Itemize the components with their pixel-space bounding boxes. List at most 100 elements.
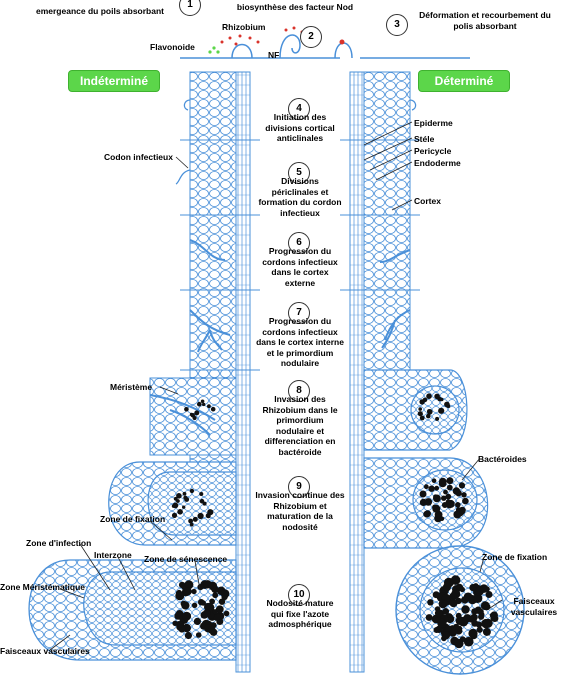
bacteroid-dot — [444, 578, 454, 588]
bacteroid-dot — [433, 494, 438, 499]
endoderme-label: Endoderme — [414, 158, 461, 169]
bacteroid-dot — [207, 514, 211, 518]
bacteroid-dot — [183, 496, 187, 500]
bacteroid-dot — [425, 498, 433, 506]
bacteroid-dot — [213, 609, 218, 614]
step10-text: Nodosité mature qui fixe l'azote admosph… — [259, 598, 341, 630]
bacteroid-dot — [185, 632, 192, 639]
bacteroid-dot — [433, 591, 440, 598]
bacteroid-dot — [471, 608, 477, 614]
bacteroides-label: Bactéroides — [478, 454, 527, 465]
bacteroid-dot — [221, 594, 227, 600]
bacteroid-dot — [418, 411, 423, 416]
bacteroid-dot — [176, 493, 182, 499]
bacteroid-dot — [193, 517, 198, 522]
bacteroid-dot — [442, 600, 449, 607]
bacteroid-dot — [198, 513, 204, 519]
bacteroid-dot — [461, 596, 468, 603]
bacteroid-dot — [426, 614, 433, 621]
bacteroid-dot — [197, 584, 203, 590]
bacteroid-dot — [194, 410, 199, 415]
bacteroid-dot — [175, 591, 184, 600]
bacteroid-dot — [183, 492, 187, 496]
bacteroid-dot — [176, 499, 180, 503]
bacteroid-dot — [190, 489, 194, 493]
bacteroid-dot — [420, 491, 427, 498]
step6-text: Progression du cordons infectieux dans l… — [260, 246, 340, 288]
bacteroid-dot — [476, 622, 482, 628]
bacteroid-dot — [438, 408, 444, 414]
zone-fixation-right-label: Zone de fixation — [482, 552, 547, 563]
bacteroid-dot — [196, 632, 202, 638]
bacteroid-dot — [209, 599, 215, 605]
bacteroid-dot — [461, 605, 469, 613]
step4-text: Initiation des divisions cortical anticl… — [261, 112, 339, 144]
bacteroid-dot — [184, 588, 192, 596]
bacteroid-dot — [441, 496, 446, 501]
bacteroid-dot — [435, 417, 439, 421]
bacteroid-dot — [477, 627, 483, 633]
bacteroid-dot — [475, 587, 484, 596]
step7-text: Progression du cordons infectieux dans l… — [256, 316, 344, 369]
meristeme-label: Méristème — [110, 382, 152, 393]
bacteroid-dot — [420, 400, 424, 404]
bacteroid-dot — [224, 611, 230, 617]
zone-fixation-left-label: Zone de fixation — [100, 514, 165, 525]
bacteroid-dot — [182, 506, 185, 509]
step3-number: 3 — [386, 14, 408, 36]
bacteroid-dot — [459, 482, 465, 488]
bacteroid-dot — [439, 478, 447, 486]
bacteroid-dot — [207, 404, 211, 408]
bacteroid-dot — [424, 484, 429, 489]
bacteroid-dot — [177, 509, 183, 515]
faisceaux-right-label: Faisceaux vasculaires — [502, 596, 566, 617]
bacteroid-dot — [456, 613, 462, 619]
bacteroid-dot — [200, 499, 205, 504]
epiderme-label: Epiderme — [414, 118, 453, 129]
bacteroid-dot — [432, 478, 437, 483]
bacteroid-dot — [440, 516, 445, 521]
bacteroid-dot — [468, 629, 477, 638]
bacteroid-dot — [444, 402, 450, 408]
bacteroid-dot — [212, 592, 218, 598]
bacteroid-dot — [427, 599, 433, 605]
step5-text: Divisions périclinales et formation du c… — [257, 176, 343, 218]
root-hair-header — [180, 35, 470, 58]
pericycle-label: Pericycle — [414, 146, 451, 157]
bacteroid-dot — [437, 619, 446, 628]
bacteroid-dot — [478, 614, 484, 620]
stele-label: Stéle — [414, 134, 434, 145]
bacteroid-dot — [462, 498, 469, 505]
bacteroid-dot — [454, 639, 463, 648]
bacteroid-dot — [461, 492, 466, 497]
bacteroid-dot — [201, 400, 205, 404]
bacteroid-dot — [432, 505, 440, 513]
flavonoide-label: Flavonoide — [150, 42, 195, 53]
bacteroid-dot — [455, 502, 461, 508]
bacteroid-dot — [193, 416, 197, 420]
bacteroid-dot — [440, 398, 444, 402]
bacteroid-dot — [202, 403, 205, 406]
bacteroid-dot — [182, 612, 191, 621]
bacteroid-dot — [426, 414, 431, 419]
bacteroid-dot — [197, 402, 202, 407]
bacteroid-dot — [418, 407, 422, 411]
bacteroid-dot — [490, 611, 498, 619]
bacteroid-dot — [211, 407, 216, 412]
bacteroid-dot — [423, 511, 430, 518]
bacteroid-dot — [199, 492, 203, 496]
bacteroid-dot — [453, 624, 459, 630]
bacteroid-dot — [188, 519, 193, 524]
step8-text: Invasion des Rhizobium dans le primordiu… — [257, 394, 343, 457]
bacteroid-dot — [467, 640, 473, 646]
bacteroid-dot — [435, 609, 443, 617]
bacteroid-dot — [428, 486, 434, 492]
zone-infection-label: Zone d'infection — [26, 538, 91, 549]
bacteroid-dot — [194, 618, 201, 625]
step3-caption: Déformation et recourbement du polis abs… — [415, 10, 555, 31]
bacteroid-dot — [192, 603, 197, 608]
bacteroid-dot — [203, 609, 211, 617]
codon-label: Codon infectieux — [104, 152, 173, 163]
bacteroid-dot — [208, 626, 216, 634]
